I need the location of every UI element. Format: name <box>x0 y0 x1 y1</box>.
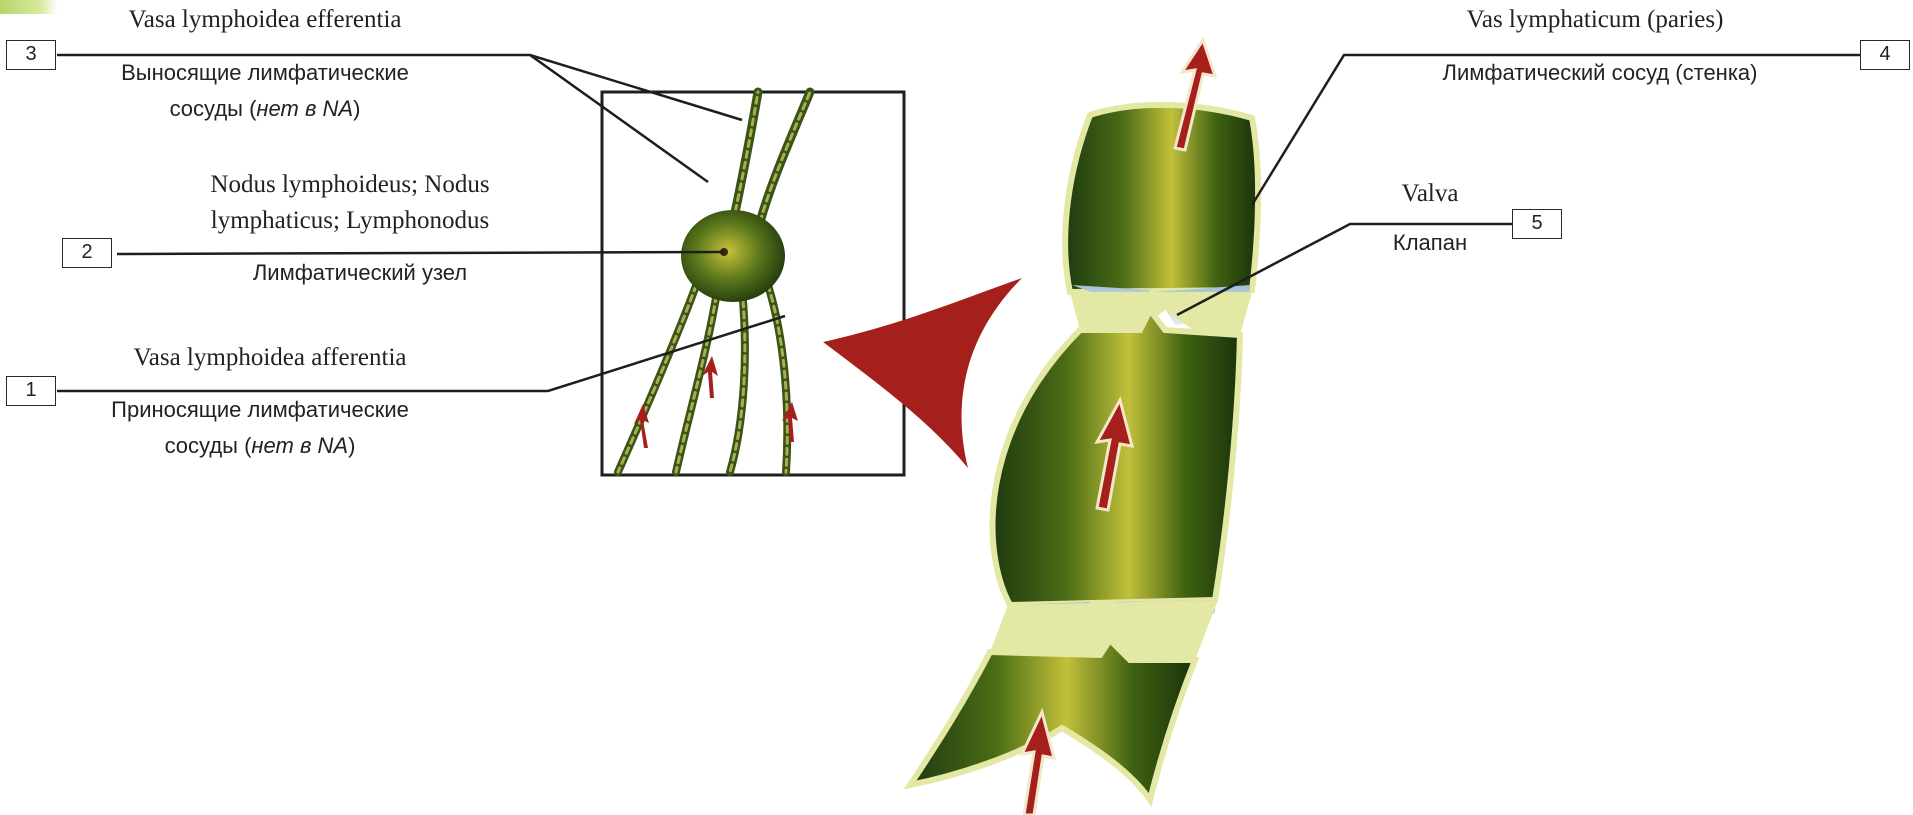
callout-2-russian: Лимфатический узел <box>170 260 550 286</box>
callout-5-russian: Клапан <box>1365 230 1495 256</box>
callout-4-russian: Лимфатический сосуд (стенка) <box>1360 60 1840 86</box>
callout-1-latin: Vasa lymphoidea afferentia <box>80 344 460 372</box>
inset-lymph-node <box>602 92 904 475</box>
lymph-node <box>681 210 785 302</box>
callout-5-latin: Valva <box>1375 180 1485 208</box>
callout-1-russian-line1: Приносящие лимфатические <box>70 392 450 428</box>
callout-number-5: 5 <box>1512 209 1562 239</box>
callout-number-1: 1 <box>6 376 56 406</box>
callout-3-latin: Vasa lymphoidea efferentia <box>90 6 440 34</box>
lymphatic-vessel <box>910 40 1258 815</box>
callout-number-3: 3 <box>6 40 56 70</box>
callout-1-russian-line2: сосуды (нет в NA) <box>70 428 450 464</box>
callout-3-russian-line1: Выносящие лимфатические <box>90 55 440 91</box>
callout-number-4: 4 <box>1860 40 1910 70</box>
callout-3-russian-line2: сосуды (нет в NA) <box>90 91 440 127</box>
callout-1-russian: Приносящие лимфатические сосуды (нет в N… <box>70 392 450 464</box>
callout-2-latin-line1: Nodus lymphoideus; Nodus <box>130 167 570 203</box>
callout-3-russian: Выносящие лимфатические сосуды (нет в NA… <box>90 55 440 127</box>
vessel-segment-top <box>1065 105 1258 292</box>
vessel-segment-bottom <box>910 640 1195 800</box>
callout-2-latin-line2: lymphaticus; Lymphonodus <box>130 203 570 239</box>
callout-2-latin: Nodus lymphoideus; Nodus lymphaticus; Ly… <box>130 167 570 239</box>
callout-4-latin: Vas lymphaticum (paries) <box>1370 6 1820 34</box>
callout-number-2: 2 <box>62 238 112 268</box>
